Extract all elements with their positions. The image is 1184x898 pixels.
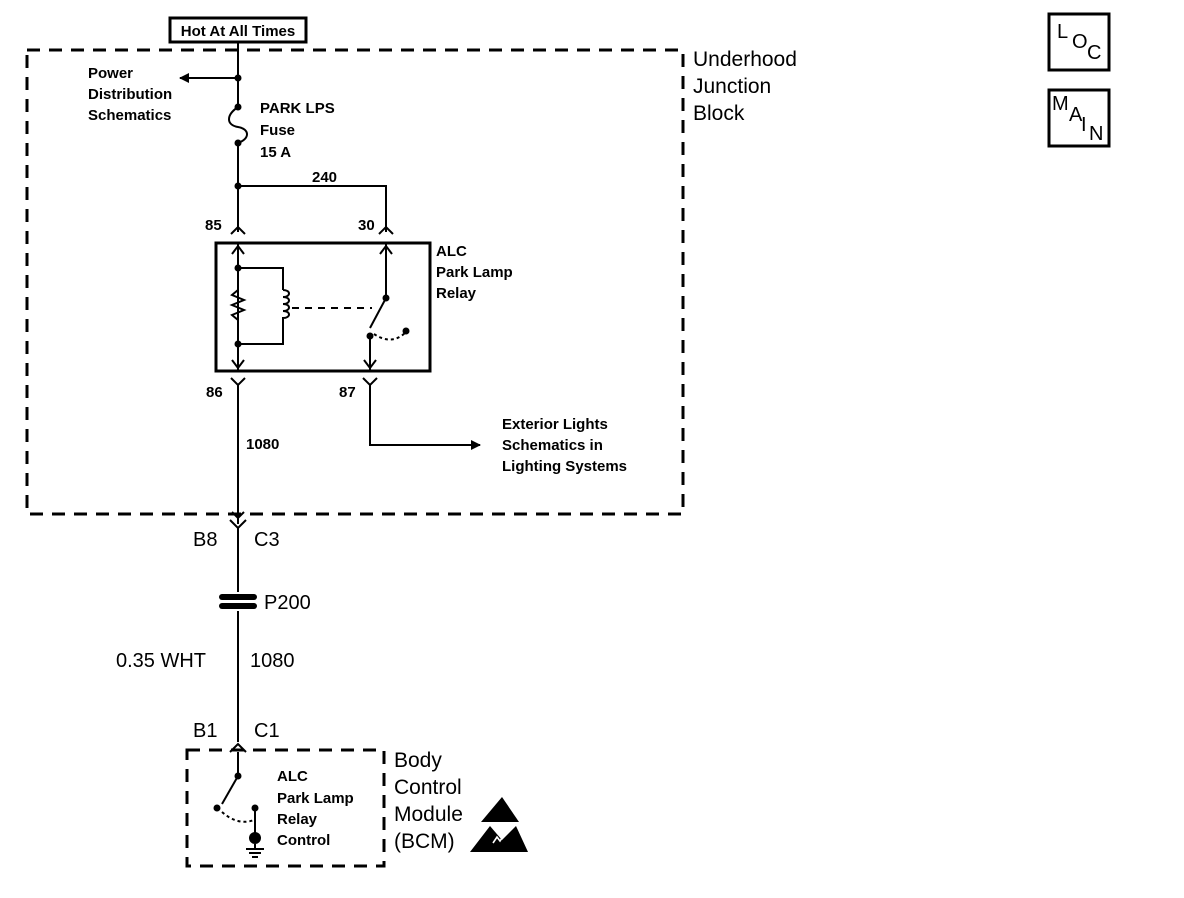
svg-text:PARK LPS: PARK LPS (260, 100, 335, 117)
main-button[interactable]: M A I N (1047, 88, 1111, 148)
svg-text:M: M (1052, 93, 1069, 115)
svg-text:Junction: Junction (693, 75, 771, 98)
svg-text:Park Lamp: Park Lamp (277, 790, 354, 807)
power-distribution-label: Power Distribution Schematics (88, 65, 172, 124)
svg-text:Fuse: Fuse (260, 122, 295, 139)
alc-park-lamp-relay (214, 241, 432, 373)
svg-text:I: I (1081, 114, 1087, 136)
bcm-outline (185, 748, 386, 868)
circuit-1080-lower-label: 1080 (250, 650, 295, 672)
svg-text:Control: Control (277, 832, 330, 849)
loc-button[interactable]: L O C (1047, 12, 1111, 72)
pin-86-label: 86 (206, 384, 223, 401)
exterior-lights-label: Exterior Lights Schematics in Lighting S… (502, 416, 627, 475)
connector-c1-right-label: C1 (254, 720, 280, 742)
svg-text:Control: Control (394, 776, 462, 799)
junction-block-label: Underhood Junction Block (693, 48, 797, 125)
svg-text:Relay: Relay (277, 811, 318, 828)
svg-text:O: O (1072, 31, 1088, 53)
pin-87-label: 87 (339, 384, 356, 401)
svg-text:Relay: Relay (436, 285, 477, 302)
svg-text:15 A: 15 A (260, 144, 291, 161)
esd-icon (470, 826, 528, 852)
bcm-label: Body Control Module (BCM) (394, 749, 463, 853)
svg-text:Underhood: Underhood (693, 48, 797, 71)
svg-text:Distribution: Distribution (88, 86, 172, 103)
bcm-relay-control-switch (213, 752, 264, 858)
caution-icon (481, 797, 519, 822)
connector-c3 (229, 519, 247, 592)
park-lps-fuse (228, 103, 248, 147)
fuse-label: PARK LPS Fuse 15 A (260, 100, 335, 161)
circuit-240-label: 240 (312, 169, 337, 186)
relay-label: ALC Park Lamp Relay (436, 243, 513, 302)
svg-text:C: C (1087, 42, 1101, 64)
svg-text:Block: Block (693, 102, 745, 125)
wire-gauge-color-label: 0.35 WHT (116, 650, 206, 672)
svg-text:Exterior Lights: Exterior Lights (502, 416, 608, 433)
bcm-relay-control-label: ALC Park Lamp Relay Control (277, 768, 354, 849)
svg-text:ALC: ALC (277, 768, 308, 785)
svg-text:N: N (1089, 123, 1103, 145)
svg-text:Schematics: Schematics (88, 107, 171, 124)
svg-text:Module: Module (394, 803, 463, 826)
svg-text:Body: Body (394, 749, 442, 772)
svg-text:Power: Power (88, 65, 133, 82)
pin-85-label: 85 (205, 217, 222, 234)
svg-text:ALC: ALC (436, 243, 467, 260)
connector-c3-right-label: C3 (254, 529, 280, 551)
circuit-1080-upper-label: 1080 (246, 436, 279, 453)
svg-text:(BCM): (BCM) (394, 830, 455, 853)
pin-30-label: 30 (358, 217, 375, 234)
svg-text:A: A (1069, 104, 1083, 126)
connector-c3-left-label: B8 (193, 529, 217, 551)
splice-p200-label: P200 (264, 592, 311, 614)
splice-p200 (219, 594, 257, 609)
svg-text:Lighting Systems: Lighting Systems (502, 458, 627, 475)
svg-text:Schematics in: Schematics in (502, 437, 603, 454)
svg-text:L: L (1057, 21, 1068, 43)
svg-text:Park Lamp: Park Lamp (436, 264, 513, 281)
power-source: Hot At All Times (168, 16, 308, 44)
junction-block-outline (25, 48, 685, 516)
connector-c1-left-label: B1 (193, 720, 217, 742)
power-source-label: Hot At All Times (181, 23, 295, 40)
